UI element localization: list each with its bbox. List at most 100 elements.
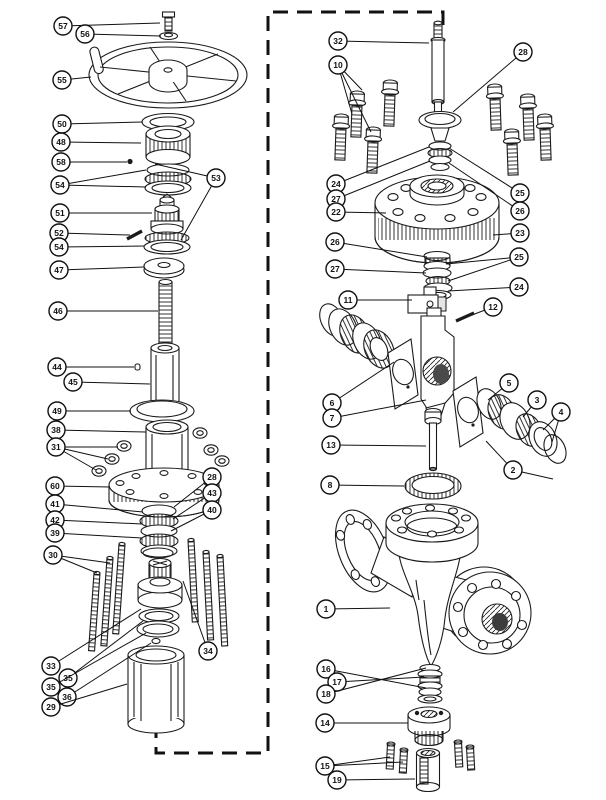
callout-leader-line bbox=[50, 632, 147, 688]
callout-leader-line bbox=[67, 620, 144, 679]
bonnet-bolts-left-group bbox=[332, 79, 400, 174]
packing-rings-lower bbox=[143, 231, 191, 255]
callout-number: 58 bbox=[56, 157, 66, 167]
callout-44: 44 bbox=[47, 357, 134, 377]
section-boundary-dashed-line bbox=[154, 10, 445, 755]
bonnet-bolts-right-group bbox=[485, 83, 554, 176]
callout-balloon bbox=[47, 401, 67, 421]
callout-number: 53 bbox=[211, 173, 221, 183]
callout-8: 8 bbox=[320, 475, 405, 495]
callout-number: 17 bbox=[332, 677, 342, 687]
callout-balloon bbox=[325, 232, 345, 252]
callout-balloon bbox=[315, 713, 335, 733]
gasket-ring-stack bbox=[139, 504, 179, 558]
callout-leader-line bbox=[329, 484, 405, 487]
callout-31: 31 bbox=[46, 437, 118, 471]
body-gasket-part bbox=[404, 472, 462, 500]
callout-leader-line bbox=[334, 241, 428, 258]
callout-leader-line bbox=[325, 667, 427, 695]
callout-number: 31 bbox=[51, 442, 61, 452]
packing-nut-part bbox=[145, 125, 191, 166]
callout-58: 58 bbox=[51, 152, 127, 172]
callout-balloon bbox=[327, 770, 347, 790]
callout-number: 55 bbox=[57, 75, 67, 85]
callout-16: 16 bbox=[316, 659, 427, 689]
callout-56: 56 bbox=[75, 24, 162, 44]
callout-54: 54 bbox=[50, 169, 147, 195]
callout-balloon bbox=[316, 659, 336, 679]
callout-number: 27 bbox=[330, 264, 340, 274]
callout-balloon bbox=[322, 408, 342, 428]
callout-balloon bbox=[320, 475, 340, 495]
callout-leader-line bbox=[182, 580, 209, 652]
callout-30: 30 bbox=[43, 545, 111, 574]
stem-seal-ring-part bbox=[418, 110, 462, 172]
callout-23: 23 bbox=[492, 223, 530, 243]
callout-14: 14 bbox=[315, 713, 408, 733]
callout-balloon bbox=[338, 290, 358, 310]
callout-leader-line bbox=[452, 51, 524, 113]
callout-number: 22 bbox=[331, 207, 341, 217]
callout-number: 24 bbox=[331, 179, 341, 189]
callout-13: 13 bbox=[321, 435, 427, 455]
callout-balloon bbox=[58, 668, 78, 688]
callout-balloon bbox=[483, 297, 503, 317]
callout-balloon bbox=[321, 435, 341, 455]
callout-number: 57 bbox=[58, 21, 68, 31]
callout-leader-line bbox=[54, 532, 143, 539]
callout-38: 38 bbox=[46, 420, 147, 440]
callout-leader-line bbox=[335, 160, 431, 200]
callout-leader-line bbox=[337, 40, 430, 44]
callout-55: 55 bbox=[52, 70, 92, 90]
bottom-bushing-part bbox=[407, 706, 451, 747]
callout-leader-line bbox=[448, 162, 521, 212]
callout-balloon bbox=[50, 175, 70, 195]
threaded-stem-part bbox=[158, 278, 173, 349]
callout-number: 42 bbox=[50, 515, 60, 525]
bottom-cylinder-part bbox=[415, 747, 441, 793]
callout-leader-line bbox=[334, 268, 427, 274]
callout-leader-line bbox=[60, 141, 142, 144]
callout-5: 5 bbox=[487, 373, 519, 401]
callout-number: 10 bbox=[333, 60, 343, 70]
callout-number: 28 bbox=[207, 472, 217, 482]
callout-balloon bbox=[41, 677, 61, 697]
callout-leader-line bbox=[324, 761, 404, 767]
right-assembly bbox=[319, 20, 567, 793]
callout-balloon bbox=[52, 70, 72, 90]
handwheel bbox=[88, 41, 248, 109]
seat-cylinder-part bbox=[127, 645, 185, 734]
callout-34: 34 bbox=[182, 580, 218, 661]
callout-balloon bbox=[49, 260, 69, 280]
callout-leader-line bbox=[58, 245, 145, 248]
callout-number: 43 bbox=[207, 488, 217, 498]
callout-balloon bbox=[47, 357, 67, 377]
callout-leader-line bbox=[445, 256, 520, 265]
stem-sleeve-part bbox=[150, 342, 180, 408]
callout-number: 52 bbox=[54, 228, 64, 238]
callout-leader-line bbox=[447, 286, 520, 292]
callout-number: 5 bbox=[507, 378, 512, 388]
callout-balloon bbox=[49, 237, 69, 257]
callout-40: 40 bbox=[170, 500, 222, 532]
callout-number: 3 bbox=[535, 395, 540, 405]
callout-number: 39 bbox=[50, 528, 60, 538]
gate-bolt-part bbox=[424, 407, 442, 472]
callout-leader-line bbox=[180, 177, 217, 241]
callout-number: 50 bbox=[57, 119, 67, 129]
callout-number: 36 bbox=[62, 692, 72, 702]
bell-skirt-part bbox=[129, 399, 195, 423]
callout-number: 23 bbox=[515, 228, 525, 238]
callout-number: 18 bbox=[321, 689, 331, 699]
callout-number: 41 bbox=[50, 499, 60, 509]
callout-leader-line bbox=[59, 184, 147, 188]
callout-10: 10 bbox=[328, 55, 372, 133]
callout-number: 16 bbox=[321, 664, 331, 674]
callout-27: 27 bbox=[325, 259, 427, 279]
callout-3: 3 bbox=[522, 390, 547, 418]
callout-number: 26 bbox=[330, 237, 340, 247]
callout-number: 19 bbox=[332, 775, 342, 785]
hex-nuts-group bbox=[91, 427, 230, 477]
seat-plate-right bbox=[452, 376, 484, 448]
